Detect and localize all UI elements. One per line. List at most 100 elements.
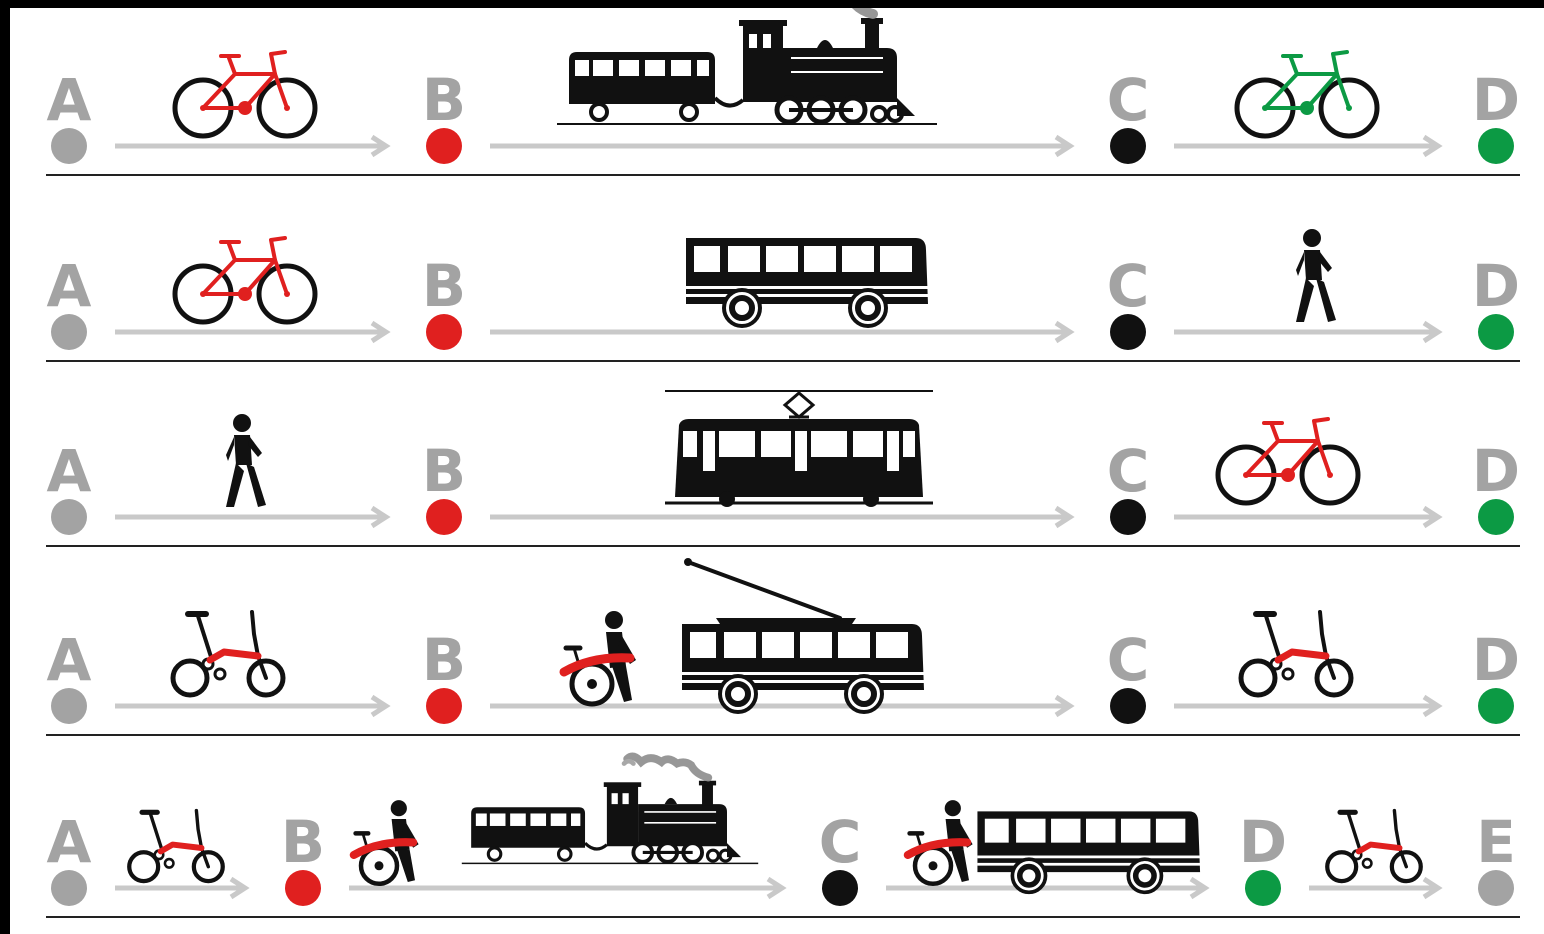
stop-a: A bbox=[47, 252, 92, 350]
journey-row: A B C D bbox=[46, 229, 1520, 362]
stop-dot bbox=[51, 870, 87, 906]
stop-d: D bbox=[1239, 808, 1287, 906]
stop-dot bbox=[1478, 314, 1514, 350]
leg-arrow bbox=[1174, 320, 1443, 344]
stop-dot bbox=[285, 870, 321, 906]
stop-label: B bbox=[422, 252, 466, 320]
leg-arrow bbox=[1174, 694, 1443, 718]
stop-d: D bbox=[1472, 437, 1520, 535]
stop-b: B bbox=[281, 808, 325, 906]
stop-d: D bbox=[1472, 626, 1520, 724]
bicycle-icon bbox=[175, 52, 315, 136]
leg-arrow bbox=[349, 876, 787, 900]
stop-label: A bbox=[47, 66, 92, 134]
bicycle-icon bbox=[175, 238, 315, 322]
stop-dot bbox=[1110, 128, 1146, 164]
leg-arrow bbox=[1174, 505, 1443, 529]
bicycle-icon bbox=[1237, 52, 1377, 136]
folded-bike-carrier-icon bbox=[354, 800, 419, 884]
bicycle-icon bbox=[1218, 419, 1358, 503]
leg-arrow bbox=[115, 320, 391, 344]
journey-row: A B C D bbox=[46, 389, 1520, 547]
stop-label: C bbox=[819, 808, 862, 876]
stop-label: A bbox=[47, 437, 92, 505]
multimodal-journey-diagram: A B C D A B C D A B C D A B C D A B C D E bbox=[46, 8, 1520, 918]
stop-dot bbox=[1110, 499, 1146, 535]
leg-arrow bbox=[490, 694, 1075, 718]
folding-bike-icon bbox=[173, 612, 283, 695]
stop-c: C bbox=[1107, 252, 1150, 350]
stop-dot bbox=[426, 499, 462, 535]
train-icon bbox=[557, 8, 937, 124]
stop-a: A bbox=[47, 808, 92, 906]
stop-c: C bbox=[819, 808, 862, 906]
stop-a: A bbox=[47, 66, 92, 164]
stop-label: A bbox=[47, 626, 92, 694]
stop-label: C bbox=[1107, 437, 1150, 505]
stop-a: A bbox=[47, 626, 92, 724]
stop-b: B bbox=[422, 252, 466, 350]
stop-dot bbox=[1478, 128, 1514, 164]
trolleybus-icon bbox=[682, 558, 924, 712]
stop-b: B bbox=[422, 626, 466, 724]
leg-arrow bbox=[490, 320, 1075, 344]
stop-dot bbox=[1110, 314, 1146, 350]
stop-dot bbox=[426, 688, 462, 724]
train-icon bbox=[462, 756, 758, 863]
stop-d: D bbox=[1472, 252, 1520, 350]
stop-dot bbox=[1478, 870, 1514, 906]
stop-dot bbox=[822, 870, 858, 906]
stop-c: C bbox=[1107, 66, 1150, 164]
leg-arrow bbox=[490, 134, 1075, 158]
stop-dot bbox=[1245, 870, 1281, 906]
stop-label: C bbox=[1107, 252, 1150, 320]
stop-label: D bbox=[1239, 808, 1287, 876]
stop-dot bbox=[426, 128, 462, 164]
stop-c: C bbox=[1107, 626, 1150, 724]
stop-label: C bbox=[1107, 66, 1150, 134]
folded-bike-carrier-icon bbox=[908, 800, 973, 884]
stop-dot bbox=[51, 128, 87, 164]
journey-row: A B C D bbox=[46, 8, 1520, 176]
stop-b: B bbox=[422, 437, 466, 535]
stop-label: D bbox=[1472, 252, 1520, 320]
folding-bike-icon bbox=[1327, 811, 1421, 882]
stop-label: D bbox=[1472, 626, 1520, 694]
stop-label: B bbox=[422, 626, 466, 694]
walker-icon bbox=[226, 414, 266, 507]
bus-icon bbox=[686, 238, 928, 326]
journey-row: A B C D bbox=[46, 558, 1520, 736]
stop-label: D bbox=[1472, 437, 1520, 505]
stop-label: C bbox=[1107, 626, 1150, 694]
leg-arrow bbox=[115, 505, 391, 529]
tram-icon bbox=[663, 389, 935, 509]
stop-dot bbox=[426, 314, 462, 350]
folding-bike-icon bbox=[1241, 612, 1351, 695]
bus-icon bbox=[977, 811, 1200, 892]
stop-dot bbox=[51, 688, 87, 724]
walker-icon bbox=[1296, 229, 1336, 322]
leg-arrow bbox=[115, 134, 391, 158]
stop-b: B bbox=[422, 66, 466, 164]
stop-label: B bbox=[422, 66, 466, 134]
leg-arrow bbox=[1174, 134, 1443, 158]
stop-a: A bbox=[47, 437, 92, 535]
diagram-panel: A B C D A B C D A B C D A B C D A B C D E bbox=[10, 8, 1544, 934]
leg-arrow bbox=[115, 694, 391, 718]
stop-label: A bbox=[47, 252, 92, 320]
stop-label: D bbox=[1472, 66, 1520, 134]
stop-label: E bbox=[1476, 808, 1516, 876]
stop-e: E bbox=[1476, 808, 1516, 906]
stop-dot bbox=[1478, 499, 1514, 535]
folding-bike-icon bbox=[129, 811, 223, 882]
stop-d: D bbox=[1472, 66, 1520, 164]
stop-dot bbox=[51, 314, 87, 350]
leg-arrow bbox=[115, 876, 250, 900]
stop-dot bbox=[51, 499, 87, 535]
stop-label: A bbox=[47, 808, 92, 876]
stop-label: B bbox=[281, 808, 325, 876]
stop-label: B bbox=[422, 437, 466, 505]
leg-arrow bbox=[490, 505, 1075, 529]
stop-c: C bbox=[1107, 437, 1150, 535]
leg-arrow bbox=[1309, 876, 1443, 900]
